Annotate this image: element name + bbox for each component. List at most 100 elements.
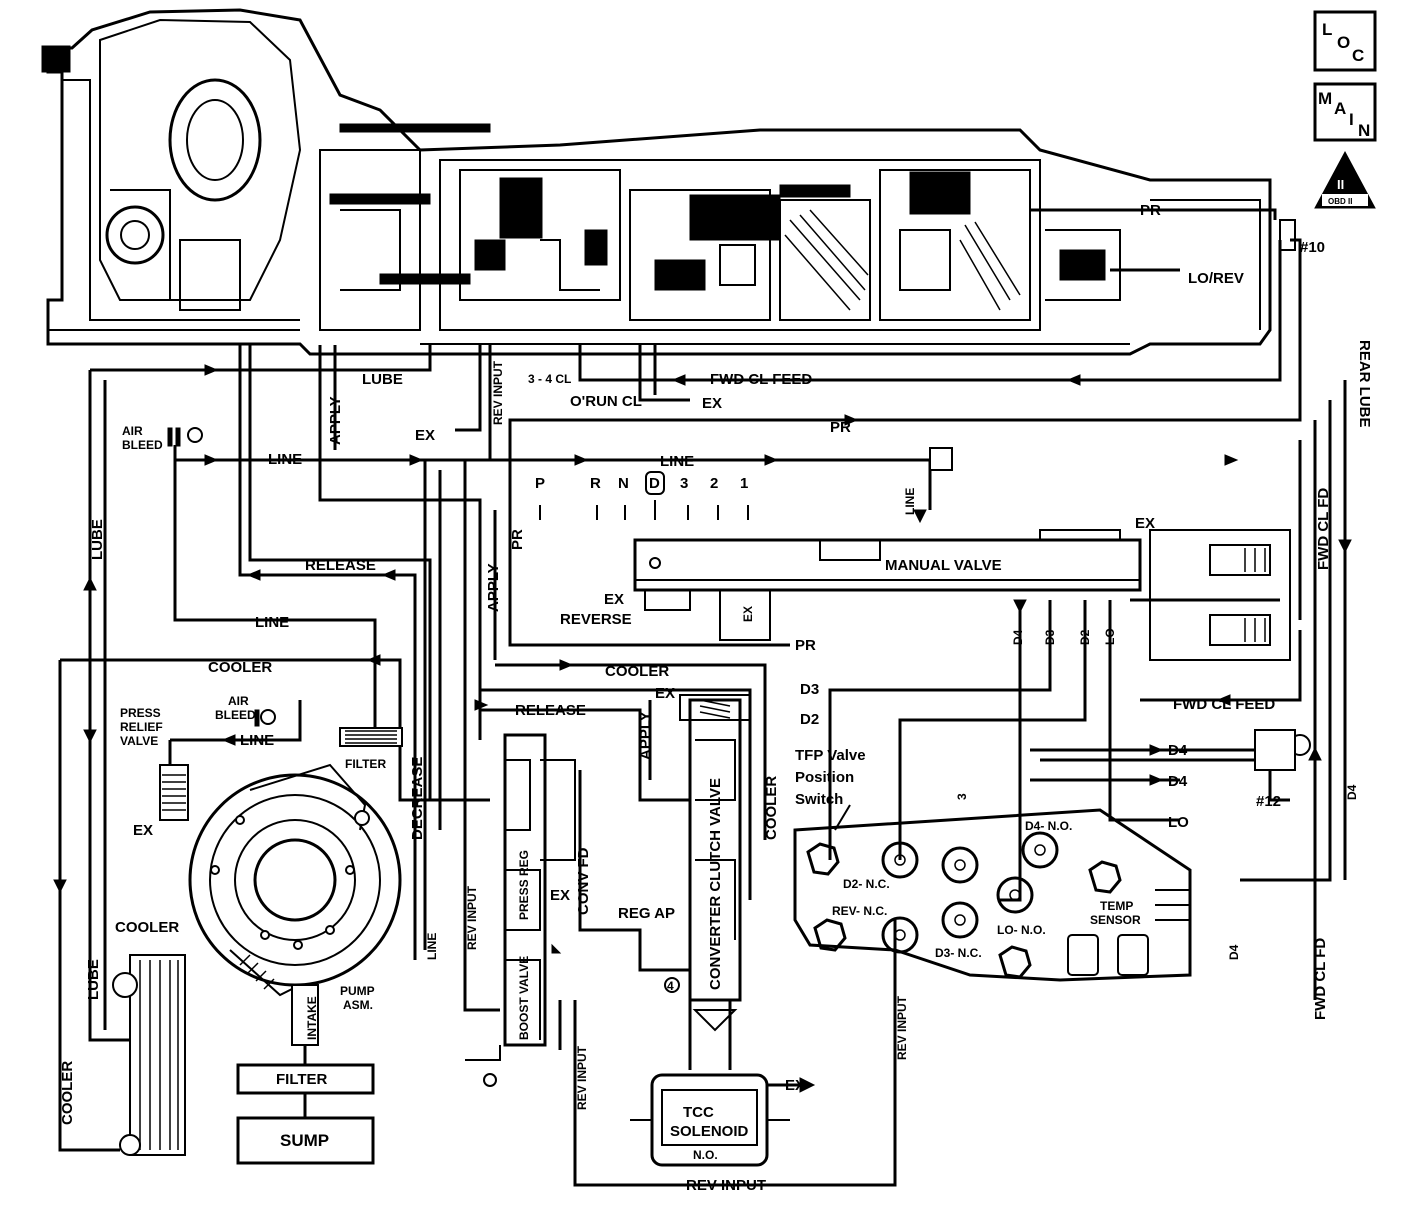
label-decrease: DECREASE bbox=[409, 757, 426, 840]
label-tfp-1: TFP Valve bbox=[795, 747, 866, 764]
inline-filter bbox=[339, 727, 403, 747]
label-lube-top: LUBE bbox=[362, 371, 403, 388]
label-line-vert: LINE bbox=[903, 488, 917, 515]
label-tcc-1: TCC bbox=[683, 1104, 714, 1121]
intake-filter bbox=[236, 1063, 375, 1095]
label-cooler-radiator: COOLER bbox=[115, 919, 179, 936]
label-d4-vert-right: D4 bbox=[1345, 784, 1359, 800]
label-tcc-no: N.O. bbox=[693, 1148, 718, 1162]
label-apply-mid: APPLY bbox=[637, 711, 654, 760]
main-icon: M A I N bbox=[1313, 82, 1377, 142]
air-bleed-symbols bbox=[167, 427, 276, 727]
label-pump-1: PUMP bbox=[340, 984, 375, 998]
label-converter-clutch-valve: CONVERTER CLUTCH VALVE bbox=[707, 778, 724, 990]
transmission-case bbox=[41, 8, 1272, 356]
label-rev-input-vert-right: REV INPUT bbox=[895, 995, 909, 1060]
hydraulic-lines bbox=[58, 208, 1347, 1187]
label-line-vert-low: LINE bbox=[425, 933, 439, 960]
manual-valve bbox=[633, 529, 1311, 771]
gear-p: P bbox=[535, 475, 545, 492]
label-d4-right-1: D4 bbox=[1168, 742, 1188, 759]
label-tcc-2: SOLENOID bbox=[670, 1123, 749, 1140]
label-fwd-cl-fd-right: FWD CL FD bbox=[1315, 488, 1332, 570]
label-press-relief-3: VALVE bbox=[120, 734, 158, 748]
label-apply-vert: APPLY bbox=[485, 563, 502, 612]
obd-ii-icon: II OBD II bbox=[1314, 150, 1376, 209]
label-lo-right: LO bbox=[1168, 814, 1189, 831]
label-rev-input-top: REV INPUT bbox=[491, 360, 505, 425]
label-orun-cl: O'RUN CL bbox=[570, 393, 642, 410]
label-num-4: 4 bbox=[667, 979, 674, 993]
labels: PR LO/REV #10 REAR LUBE LUBE APPLY REV I… bbox=[59, 202, 1373, 1194]
label-d3-left: D3 bbox=[800, 681, 819, 698]
label-air-bleed-2a: AIR bbox=[228, 694, 249, 708]
label-ex-orun: EX bbox=[702, 395, 722, 412]
label-ex-tcc: EX bbox=[785, 1077, 805, 1094]
main-letter-n: N bbox=[1358, 121, 1370, 140]
label-lo-nc: LO- N.O. bbox=[997, 923, 1046, 937]
press-relief-valve bbox=[159, 764, 189, 821]
label-pr-vert: PR bbox=[509, 529, 526, 550]
label-d2-manual: D2 bbox=[1078, 629, 1092, 645]
label-press-relief-1: PRESS bbox=[120, 706, 161, 720]
label-sump: SUMP bbox=[280, 1131, 329, 1150]
label-filter-box: FILTER bbox=[276, 1071, 328, 1088]
label-lo-manual: LO bbox=[1103, 628, 1117, 645]
label-filter-inline: FILTER bbox=[345, 757, 386, 771]
gear-selector: P R N D 3 2 1 bbox=[535, 471, 749, 520]
label-pr-mid: PR bbox=[830, 419, 851, 436]
label-fwd-cl-feed-right: FWD CL FEED bbox=[1173, 696, 1275, 713]
label-check-10: #10 bbox=[1300, 239, 1325, 256]
label-temp-1: TEMP bbox=[1100, 899, 1133, 913]
label-temp-2: SENSOR bbox=[1090, 913, 1141, 927]
label-tfp-3: Switch bbox=[795, 791, 843, 808]
label-line-top: LINE bbox=[268, 451, 302, 468]
gear-3: 3 bbox=[680, 475, 688, 492]
label-d4-vert-bottom: D4 bbox=[1227, 944, 1241, 960]
gear-1: 1 bbox=[740, 475, 748, 492]
main-letter-a: A bbox=[1334, 99, 1346, 118]
label-ex-manual: EX bbox=[1135, 515, 1155, 532]
label-pump-2: ASM. bbox=[343, 998, 373, 1012]
label-manual-valve: MANUAL VALVE bbox=[885, 557, 1002, 574]
label-cooler-mid: COOLER bbox=[605, 663, 669, 680]
label-reverse: REVERSE bbox=[560, 611, 632, 628]
label-d2-left: D2 bbox=[800, 711, 819, 728]
label-d3-manual: D3 bbox=[1043, 629, 1057, 645]
tcc-solenoid bbox=[630, 1073, 790, 1167]
converter-clutch-valve-body bbox=[664, 694, 751, 1032]
label-line-mid: LINE bbox=[660, 453, 694, 470]
label-rev-input-bottom: REV INPUT bbox=[686, 1177, 766, 1194]
label-d4-no: D4- N.O. bbox=[1025, 819, 1072, 833]
label-ex-left: EX bbox=[415, 427, 435, 444]
label-air-bleed-1b: BLEED bbox=[122, 438, 163, 452]
label-check-12: #12 bbox=[1256, 793, 1281, 810]
label-ex-reverse: EX bbox=[604, 591, 624, 608]
gear-d: D bbox=[649, 475, 660, 492]
obd-caption: OBD II bbox=[1328, 197, 1352, 206]
label-rev-nc: REV- N.C. bbox=[832, 904, 887, 918]
label-boost-valve: BOOST VALVE bbox=[517, 956, 531, 1040]
main-letter-i: I bbox=[1349, 110, 1354, 129]
label-ex-relief: EX bbox=[133, 822, 153, 839]
sump bbox=[236, 1116, 375, 1165]
gear-r: R bbox=[590, 475, 601, 492]
pump-assembly bbox=[188, 763, 402, 1046]
label-cooler-vert-mid: COOLER bbox=[763, 776, 780, 840]
label-rear-lube: REAR LUBE bbox=[1356, 340, 1373, 428]
label-reg-ap: REG AP bbox=[618, 905, 675, 922]
label-cooler-left: COOLER bbox=[208, 659, 272, 676]
label-num-3: 3 bbox=[955, 793, 969, 800]
label-press-relief-2: RELIEF bbox=[120, 720, 163, 734]
label-line-left: LINE bbox=[255, 614, 289, 631]
label-rev-input-vert-mid: REV INPUT bbox=[575, 1045, 589, 1110]
obd-roman: II bbox=[1337, 177, 1344, 192]
loc-letter-o: O bbox=[1337, 33, 1350, 52]
label-fwd-cl-fd-bottom: FWD CL FD bbox=[1312, 938, 1329, 1020]
label-pr-bottom: PR bbox=[795, 637, 816, 654]
label-d4-right-2: D4 bbox=[1168, 773, 1188, 790]
label-press-reg: PRESS REG bbox=[517, 850, 531, 920]
label-d4-manual: D4 bbox=[1011, 629, 1025, 645]
label-apply-top: APPLY bbox=[327, 396, 344, 445]
